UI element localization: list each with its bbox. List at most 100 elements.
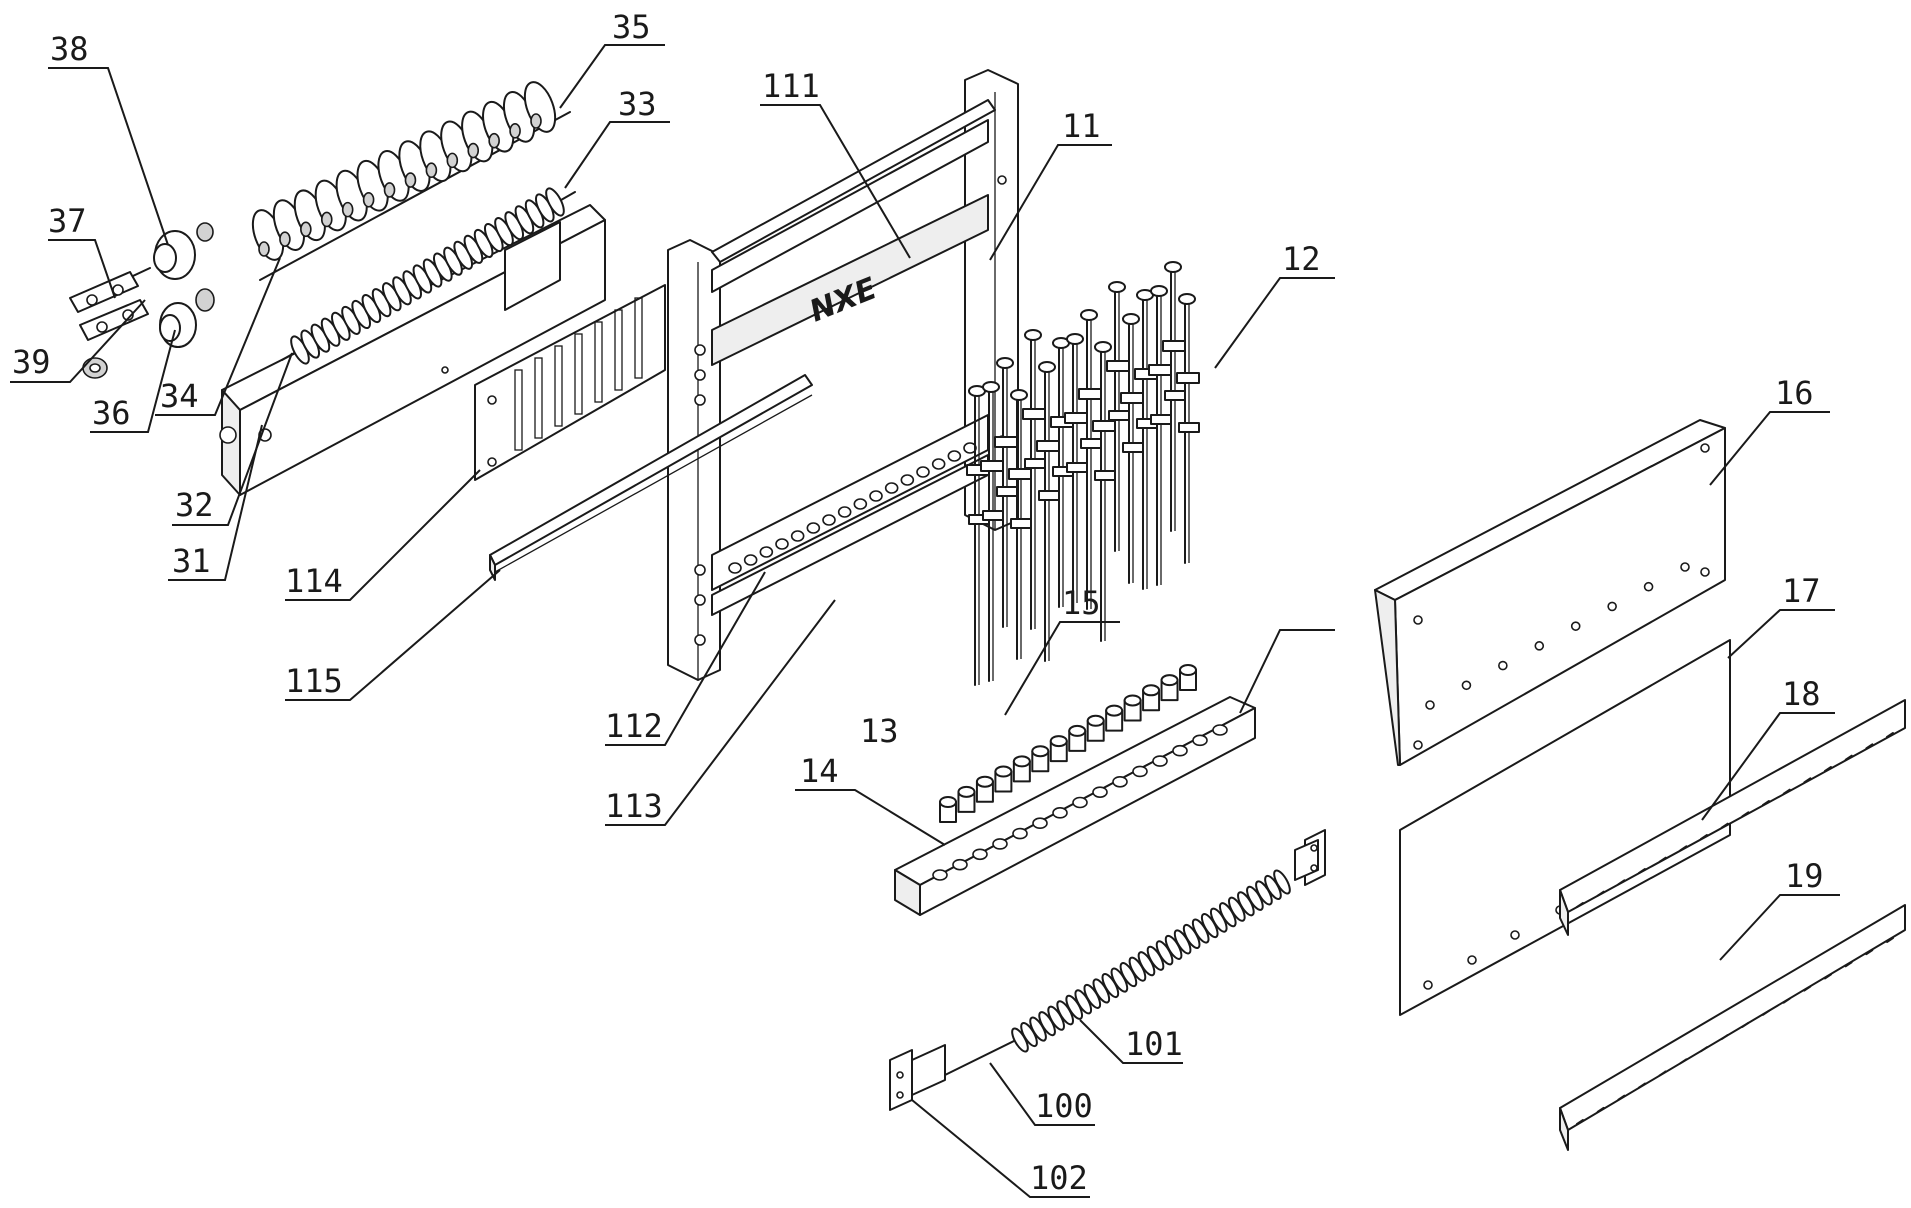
rail-hole [743,554,758,566]
needle-head [1066,333,1084,345]
label-14: 14 [800,752,839,790]
needle-clip [1038,490,1060,501]
rail-hole [728,562,742,574]
needle-head [1164,261,1182,273]
bar-slot [1617,879,1626,886]
bar-slot [1596,1106,1605,1113]
base-hole [1072,796,1088,809]
roller-hub [341,201,354,218]
needle-clip [1178,422,1200,433]
plate-hole [1700,567,1710,577]
bar-slot [1576,1119,1584,1125]
needle-clip [1148,364,1172,376]
roller-bracket-31 [219,204,606,496]
needle-clip [1066,462,1088,473]
roller-hub [300,221,312,238]
spring-coil [1273,869,1291,895]
frame-11: NXE [667,69,1019,681]
label-33: 33 [618,85,657,123]
labels: 35 38 33 37 39 34 36 32 31 114 115 111 1… [12,8,1824,1197]
label-17: 17 [1782,572,1821,610]
bar-slot [1782,788,1791,795]
plate-hole [1680,562,1690,572]
base-hole [952,858,968,871]
needle-head [1108,281,1126,293]
leaders [10,44,1840,1198]
roller-hub [509,123,521,139]
bar-slot [1741,1021,1750,1028]
needle-clip [1008,468,1032,480]
needle-clip [1150,414,1172,425]
rail-hole [775,538,789,550]
label-39: 39 [12,343,51,381]
needle-clip [1036,440,1060,452]
rail-hole [822,514,836,526]
needle-head [1038,361,1056,373]
rod-100 [944,1037,1021,1076]
angle-bar-19 [1559,904,1906,1151]
base-block-14 [894,696,1256,916]
plate-hole [1534,641,1545,651]
needle-clip [1176,372,1200,384]
needle-clip [1024,458,1046,469]
rail-hole [900,474,915,486]
plate-hole [1425,700,1435,710]
bar-slot [1658,1070,1667,1077]
plate-hole [1413,615,1423,625]
label-114: 114 [285,562,343,600]
nut-39 [82,357,108,379]
bushing-top [1105,704,1124,717]
roller-hub [362,191,375,208]
needle-array-12 [966,261,1200,686]
spring-coil [545,187,565,217]
needle-clip [994,436,1018,448]
base-hole [1012,827,1028,840]
bar-slot [1679,1058,1688,1065]
needle-head [1024,329,1042,341]
base-hole [1132,765,1148,778]
label-102: 102 [1030,1159,1088,1197]
needle-head [1122,313,1140,325]
needle-clip [1120,392,1144,404]
bar-slot [1617,1094,1626,1101]
bracket-end [1294,829,1326,886]
bar-slot [1844,754,1853,761]
bushing-top [1160,674,1179,687]
cover-plate-16 [1374,419,1726,766]
needle-head [1080,309,1098,321]
bar-slot [1762,800,1770,806]
plate-hole [1643,581,1654,592]
bar-slot [1865,949,1874,956]
gear-38 [119,222,214,283]
gear-36 [159,288,215,348]
bushing-top [1068,724,1087,737]
bar-slot [1720,1034,1729,1041]
needle-clip [982,510,1004,521]
bar-slot [1886,937,1894,943]
roller-hub [320,211,333,228]
needle-clip [1010,518,1032,529]
needle-clip [996,486,1018,497]
roller-hub [425,162,438,179]
bushing-top [957,785,976,798]
bar-slot [1803,985,1812,992]
bar-slot [1720,822,1729,829]
label-113: 113 [605,787,663,825]
roller-hub [446,152,459,169]
needle-clip [1064,412,1088,424]
label-101: 101 [1125,1025,1183,1063]
needle-clip [1122,442,1144,453]
bushing-top [975,775,994,788]
plate-hole [1498,660,1508,671]
roller-shaft-35 [251,81,571,281]
bar-slot [1638,1082,1646,1089]
bar-slot [1679,845,1688,852]
plate-hole [1607,601,1617,612]
label-12: 12 [1282,240,1321,278]
bar-slot [1865,743,1874,750]
guide-rail-115 [489,374,813,581]
rail-hole [884,482,899,494]
plate-hole [1570,621,1581,631]
label-115: 115 [285,662,343,700]
